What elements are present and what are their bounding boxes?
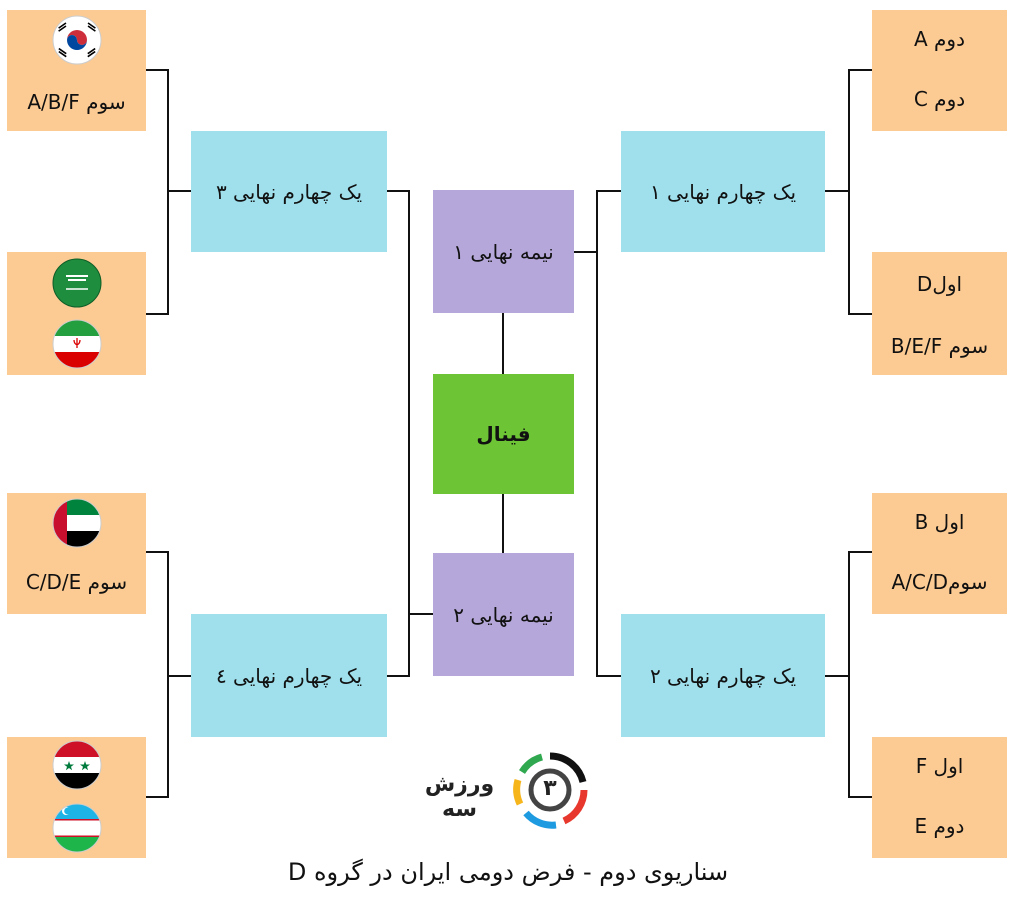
right-team-box-2: اولD سوم B/E/F: [872, 252, 1007, 375]
right-team-box-3-line2: سومA/C/D: [891, 570, 988, 594]
varzesh3-logo: ورزش سه ۳: [412, 748, 592, 832]
left-team-box-2: [7, 252, 146, 375]
connector-line: [167, 69, 169, 315]
connector-line: [849, 551, 872, 553]
connector-line: [849, 313, 872, 315]
right-team-box-4-line2: دوم E: [914, 814, 965, 838]
iran-flag-icon: [52, 319, 102, 369]
connector-line: [597, 190, 621, 192]
right-team-box-2-line1: اولD: [916, 272, 963, 296]
logo-mark-icon: [513, 752, 588, 829]
connector-line: [408, 190, 410, 677]
right-team-box-3: اول B سومA/C/D: [872, 493, 1007, 614]
connector-line: [848, 551, 850, 798]
left-team-box-3-label: سوم C/D/E: [25, 570, 128, 594]
syria-flag-icon: [52, 740, 102, 790]
left-team-box-4: [7, 737, 146, 858]
quarterfinal-3-label: یک چهارم نهایی ۳: [215, 179, 363, 204]
quarterfinal-4-label: یک چهارم نهایی ٤: [215, 663, 363, 688]
connector-line: [387, 190, 409, 192]
connector-line: [849, 69, 872, 71]
right-team-box-1-line1: دوم A: [914, 27, 965, 51]
right-team-box-1-line2: دوم C: [913, 87, 966, 111]
page-title: سناریوی دوم - فرض دومی ایران در گروه D: [287, 858, 729, 886]
connector-line: [146, 551, 168, 553]
semifinal-2-label: نیمه نهایی ۲: [453, 602, 554, 627]
connector-line: [596, 190, 598, 677]
semifinal-2-box: نیمه نهایی ۲: [433, 553, 574, 676]
semifinal-1-label: نیمه نهایی ۱: [453, 239, 554, 264]
left-team-box-1-label: سوم A/B/F: [27, 90, 126, 114]
right-team-box-3-line1: اول B: [914, 510, 965, 534]
left-team-box-3: سوم C/D/E: [7, 493, 146, 614]
final-label: فینال: [476, 422, 531, 446]
korea-republic-flag-icon: [52, 15, 102, 65]
connector-line: [849, 796, 872, 798]
connector-line: [825, 190, 849, 192]
connector-line: [167, 675, 191, 677]
quarterfinal-4-box: یک چهارم نهایی ٤: [191, 614, 387, 737]
connector-line: [502, 494, 504, 553]
uzbekistan-flag-icon: [52, 803, 102, 853]
connector-line: [146, 313, 168, 315]
connector-line: [597, 675, 621, 677]
right-team-box-2-line2: سوم B/E/F: [890, 334, 989, 358]
quarterfinal-3-box: یک چهارم نهایی ۳: [191, 131, 387, 252]
right-team-box-4-line1: اول F: [915, 754, 964, 778]
quarterfinal-1-label: یک چهارم نهایی ۱: [649, 179, 797, 204]
semifinal-1-box: نیمه نهایی ۱: [433, 190, 574, 313]
saudi-arabia-flag-icon: [52, 258, 102, 308]
connector-line: [387, 675, 409, 677]
connector-line: [825, 675, 849, 677]
connector-line: [146, 69, 168, 71]
quarterfinal-1-box: یک چهارم نهایی ۱: [621, 131, 825, 252]
connector-line: [167, 190, 191, 192]
right-team-box-1: دوم A دوم C: [872, 10, 1007, 131]
connector-line: [848, 69, 850, 315]
quarterfinal-2-box: یک چهارم نهایی ۲: [621, 614, 825, 737]
right-team-box-4: اول F دوم E: [872, 737, 1007, 858]
connector-line: [408, 613, 433, 615]
uae-flag-icon: [52, 498, 102, 548]
connector-line: [167, 551, 169, 798]
connector-line: [502, 313, 504, 374]
connector-line: [574, 251, 597, 253]
logo-text: ورزش سه: [424, 772, 495, 822]
connector-line: [146, 796, 168, 798]
logo-numeral: ۳: [543, 776, 557, 801]
left-team-box-1: سوم A/B/F: [7, 10, 146, 131]
final-box: فینال: [433, 374, 574, 494]
quarterfinal-2-label: یک چهارم نهایی ۲: [649, 663, 797, 688]
